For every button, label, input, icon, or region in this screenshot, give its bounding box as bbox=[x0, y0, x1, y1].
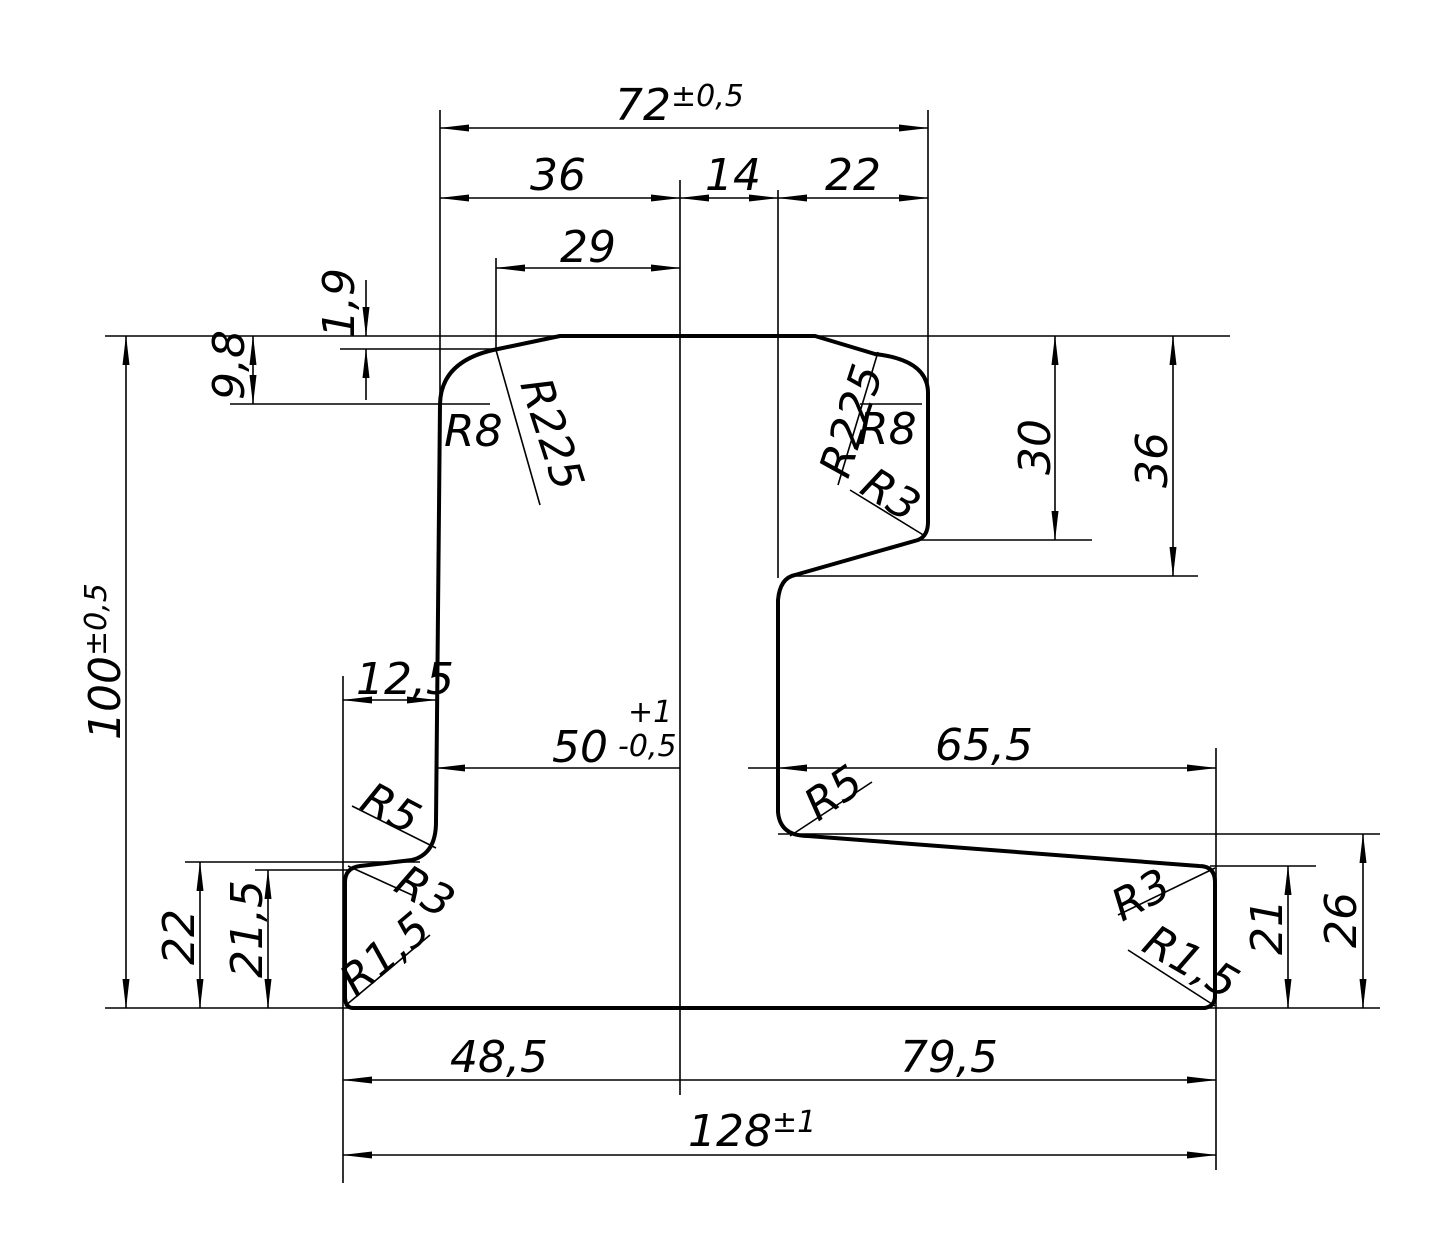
dim-36-top: 36 bbox=[530, 150, 586, 201]
radius-leaders bbox=[344, 349, 1216, 1007]
dim-100: 100±0,5 bbox=[79, 583, 131, 740]
dim-21-5: 21,5 bbox=[222, 880, 273, 978]
dim-30: 30 bbox=[1010, 419, 1061, 475]
dim-21: 21 bbox=[1242, 899, 1293, 955]
dim-9-8: 9,8 bbox=[204, 330, 255, 400]
radius-r3-right-top: R3 bbox=[852, 458, 929, 532]
dim-12-5: 12,5 bbox=[356, 654, 454, 705]
dim-50: 50 bbox=[552, 722, 608, 773]
dim-26: 26 bbox=[1316, 892, 1367, 948]
dim-48-5: 48,5 bbox=[450, 1032, 548, 1083]
dim-72: 72±0,5 bbox=[615, 79, 744, 131]
dimension-lines bbox=[122, 124, 1367, 1159]
dim-29: 29 bbox=[560, 222, 616, 273]
radius-r5-left: R5 bbox=[353, 773, 429, 846]
extension-lines bbox=[105, 110, 1380, 1183]
dim-128: 128±1 bbox=[688, 1105, 816, 1157]
dim-22-left: 22 bbox=[154, 909, 205, 965]
dim-14: 14 bbox=[705, 150, 761, 201]
radius-r5-right: R5 bbox=[795, 756, 872, 831]
dimension-labels: 72±0,5 36 14 22 29 1,9 9,8 R8 R225 R225 … bbox=[79, 79, 1367, 1157]
dim-1-9: 1,9 bbox=[314, 268, 365, 338]
dim-65-5: 65,5 bbox=[935, 720, 1033, 771]
dim-50-tol-plus: +1 bbox=[628, 695, 672, 730]
dim-50-tol-minus: -0,5 bbox=[618, 729, 677, 764]
radius-r1-5-right: R1,5 bbox=[1135, 915, 1248, 1009]
dim-22-top: 22 bbox=[825, 150, 881, 201]
radius-r8-left: R8 bbox=[444, 406, 503, 457]
dim-36-right: 36 bbox=[1127, 432, 1178, 488]
dim-79-5: 79,5 bbox=[900, 1032, 998, 1083]
radius-r8-right: R8 bbox=[858, 404, 917, 455]
radius-r225-left: R225 bbox=[510, 372, 594, 497]
